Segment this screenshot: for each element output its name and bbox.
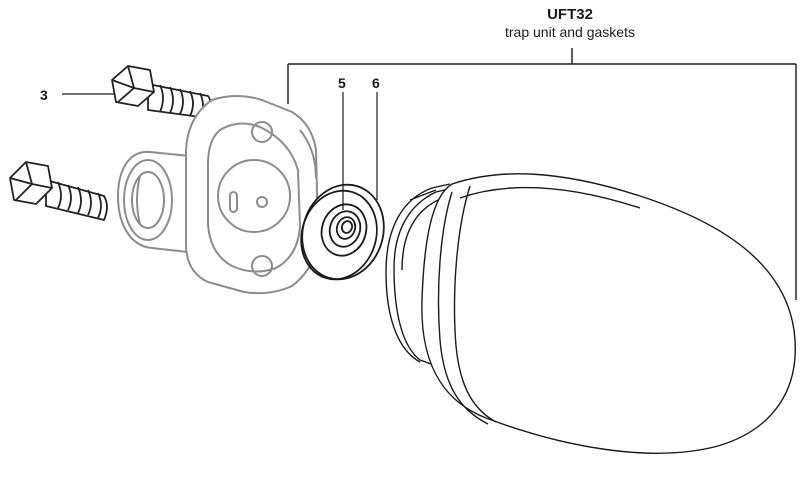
assembly-title-block: UFT32 trap unit and gaskets bbox=[470, 6, 670, 41]
leader-lines bbox=[62, 92, 378, 210]
bolt-lower bbox=[9, 161, 108, 221]
trap-unit bbox=[385, 173, 796, 454]
assembly-title: UFT32 bbox=[547, 6, 593, 23]
assembly-bracket bbox=[287, 48, 797, 300]
callout-outer-gasket: 6 bbox=[372, 75, 380, 91]
callout-inner-gasket: 5 bbox=[338, 75, 346, 91]
bolt-upper bbox=[111, 65, 212, 119]
assembly-subtitle: trap unit and gaskets bbox=[505, 24, 635, 40]
callout-bolts: 3 bbox=[40, 87, 48, 103]
gasket-inner bbox=[320, 203, 368, 257]
connector-body bbox=[117, 95, 319, 295]
